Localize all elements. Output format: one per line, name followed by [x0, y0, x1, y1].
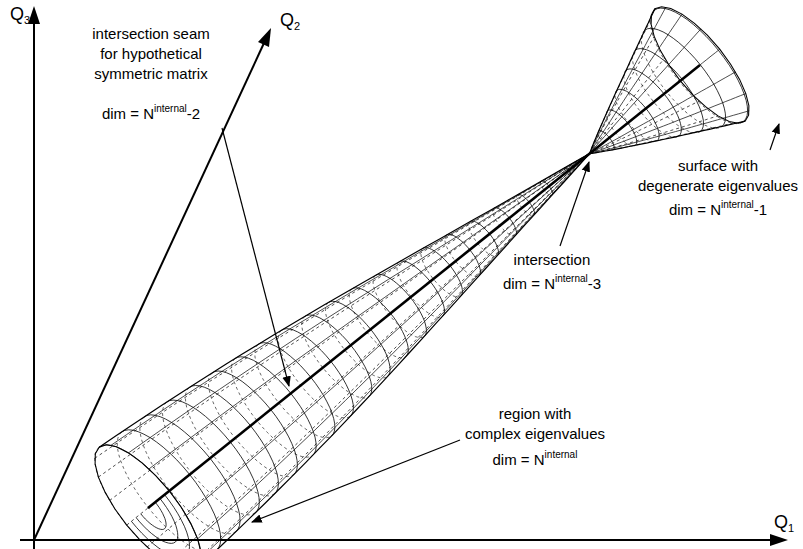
mesh-ring: [136, 498, 178, 543]
callout-text-group: intersection seam for hypothetical symme…: [87, 24, 215, 84]
surface-outline: [590, 121, 746, 153]
q3-axis: [33, 22, 35, 549]
axes: [20, 6, 788, 549]
superscript: internal: [154, 103, 187, 114]
dimension-label: dim = N: [102, 105, 154, 122]
leader-line: [252, 440, 460, 522]
mesh-generator: [198, 154, 590, 539]
dimension-label: dim = N: [669, 201, 721, 218]
subscript: 1: [788, 522, 794, 534]
dimension-label: dim = N: [493, 451, 545, 468]
dimension-label-group: dim = Ninternal: [493, 450, 578, 470]
mesh-generator: [590, 36, 655, 153]
leader-line: [770, 124, 779, 150]
dimension-label-group: dim = Ninternal-2: [102, 104, 200, 124]
subscript: 3: [24, 14, 30, 26]
axis-label-group: Q3: [10, 4, 30, 24]
mesh-generator: [590, 14, 682, 154]
axis-label-group: Q1: [774, 512, 794, 532]
superscript: internal: [555, 273, 588, 284]
dimension-label-group: dim = Ninternal-1: [669, 200, 767, 220]
mesh-generator: [590, 116, 718, 154]
mesh-generator: [590, 29, 701, 154]
mesh-generator: [147, 154, 590, 547]
subscript: 2: [294, 20, 300, 32]
callout-text-group: intersection: [514, 250, 591, 270]
mesh-generator: [590, 7, 666, 154]
dimension-label: dim = N: [503, 275, 555, 292]
superscript: internal: [721, 199, 754, 210]
mesh-generator: [590, 58, 665, 154]
dimension-label: -2: [187, 105, 200, 122]
callout-text-group: surface with degenerate eigenvalues: [636, 156, 800, 196]
q2-axis: [34, 43, 264, 540]
q1-axis: [20, 539, 772, 541]
mesh-generator: [110, 154, 590, 501]
dimension-label-group: dim = Ninternal-3: [503, 274, 601, 294]
intersection-seam-line: [148, 65, 700, 508]
mesh-generator: [168, 154, 590, 549]
degenerate-surface: [95, 7, 750, 549]
mesh-ring: [95, 445, 201, 549]
mesh-generator: [590, 111, 750, 154]
callout-text: intersection: [514, 251, 591, 268]
dimension-label: -1: [754, 201, 767, 218]
axis-label-group: Q2: [280, 10, 300, 30]
mesh-generator: [590, 94, 746, 154]
leader-line: [560, 162, 589, 246]
callout-text-group: region with complex eigenvalues: [463, 404, 607, 444]
axis-label: Q: [10, 4, 24, 24]
surface-outline: [99, 154, 589, 448]
mesh-generator: [111, 154, 590, 446]
mesh-generator: [590, 123, 735, 154]
leader-line: [222, 128, 289, 386]
superscript: internal: [545, 449, 578, 460]
mesh-ring: [95, 447, 197, 549]
axis-label: Q: [280, 10, 294, 30]
mesh-ring: [141, 502, 166, 529]
axis-arrowhead: [258, 28, 271, 47]
mesh-generator: [185, 154, 590, 549]
dimension-label: -3: [588, 275, 601, 292]
callout-text: intersection seam for hypothetical symme…: [92, 25, 210, 82]
callout-text: region with complex eigenvalues: [465, 405, 605, 442]
mesh-generator: [590, 72, 736, 154]
callout-text: surface with degenerate eigenvalues: [638, 157, 798, 194]
axis-label: Q: [774, 512, 788, 532]
surface-outline: [590, 9, 655, 154]
axis-arrowhead: [770, 534, 788, 546]
